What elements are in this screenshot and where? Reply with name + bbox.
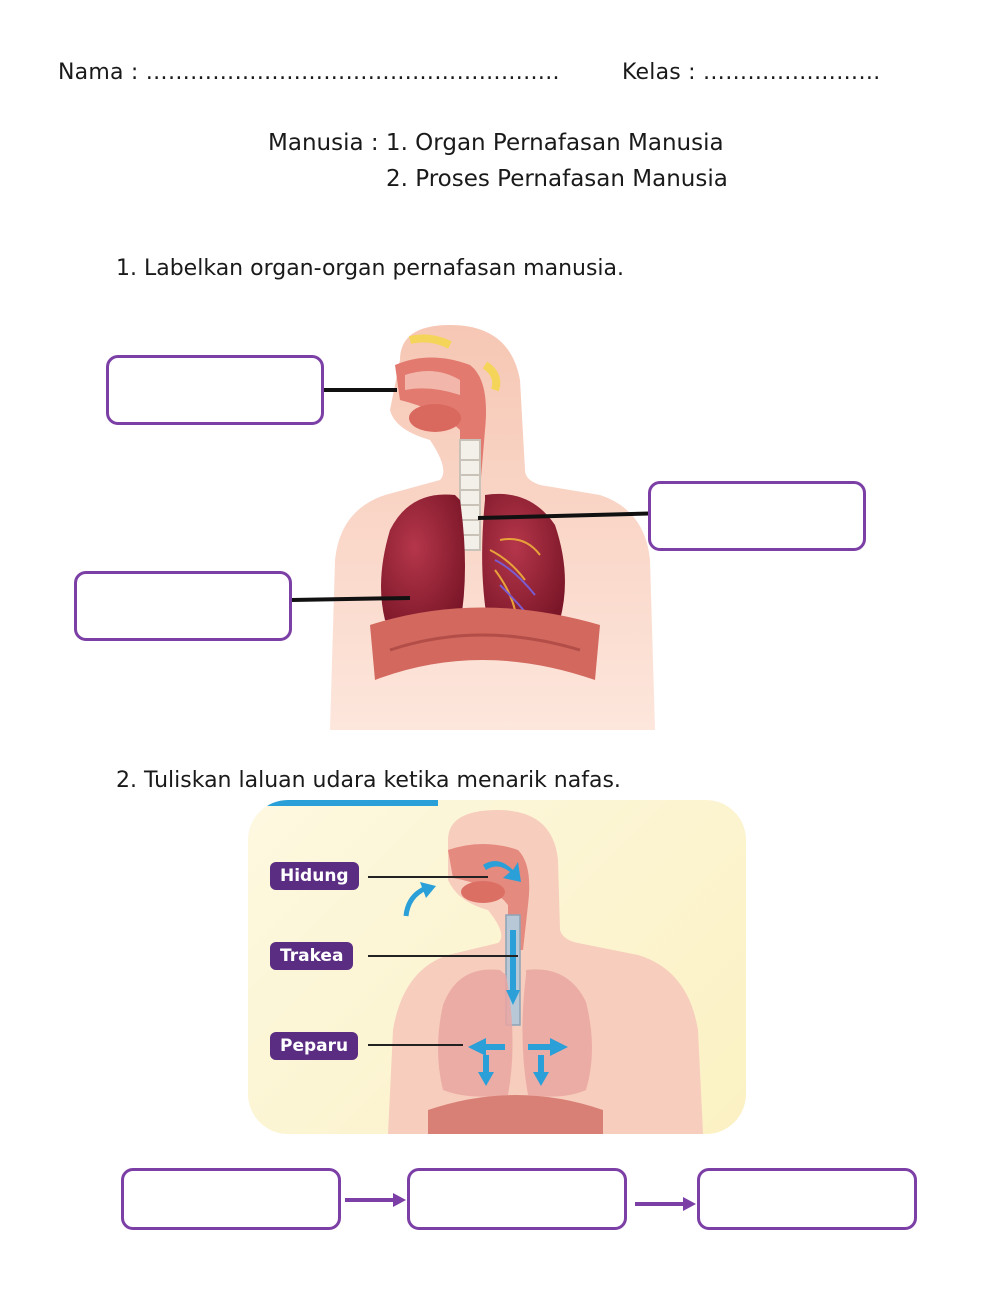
answer-box-nose[interactable] — [106, 355, 324, 425]
label-line-trakea — [368, 955, 518, 957]
worksheet-title-line1: Manusia : 1. Organ Pernafasan Manusia — [268, 130, 724, 156]
arrow-right-icon — [635, 1197, 696, 1211]
panel-accent-bar — [248, 800, 438, 806]
answer-box-step-3[interactable] — [697, 1168, 917, 1230]
label-line-peparu — [368, 1044, 463, 1046]
tag-peparu: Peparu — [270, 1032, 359, 1060]
answer-box-step-1[interactable] — [121, 1168, 341, 1230]
answer-box-step-2[interactable] — [407, 1168, 627, 1230]
question-1-text: 1. Labelkan organ-organ pernafasan manus… — [116, 256, 624, 281]
question-2-text: 2. Tuliskan laluan udara ketika menarik … — [116, 768, 621, 793]
respiratory-system-illustration — [330, 325, 655, 730]
airflow-diagram-panel: Hidung Trakea Peparu — [248, 800, 746, 1134]
answer-box-trachea[interactable] — [648, 481, 866, 551]
name-field-label: Nama : ……………………………………………….. — [58, 60, 560, 85]
pointer-line-nose — [322, 388, 397, 392]
worksheet-title-line2: 2. Proses Pernafasan Manusia — [386, 166, 728, 192]
class-field-label: Kelas : …………………… — [622, 60, 881, 85]
airflow-body-illustration — [388, 810, 703, 1134]
arrow-right-icon — [345, 1193, 406, 1207]
tag-hidung: Hidung — [270, 862, 359, 890]
label-line-hidung — [368, 876, 488, 878]
answer-box-lungs[interactable] — [74, 571, 292, 641]
tag-trakea: Trakea — [270, 942, 354, 970]
inhale-arrow-icon — [403, 882, 436, 917]
